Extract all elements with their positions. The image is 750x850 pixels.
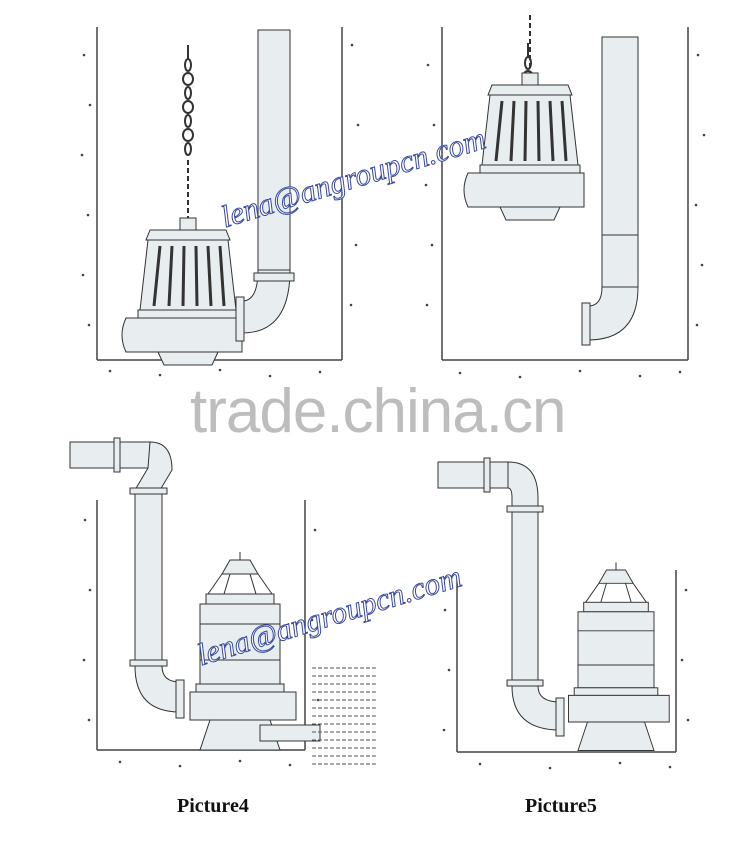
pump-diagram-picture5 xyxy=(420,440,720,780)
caption-picture4: Picture4 xyxy=(177,795,249,817)
pump-diagram-picture4 xyxy=(60,430,390,780)
caption-picture5: Picture5 xyxy=(525,795,597,817)
pump-diagram-top-right xyxy=(410,15,730,385)
pump-diagram-top-left xyxy=(70,15,390,385)
